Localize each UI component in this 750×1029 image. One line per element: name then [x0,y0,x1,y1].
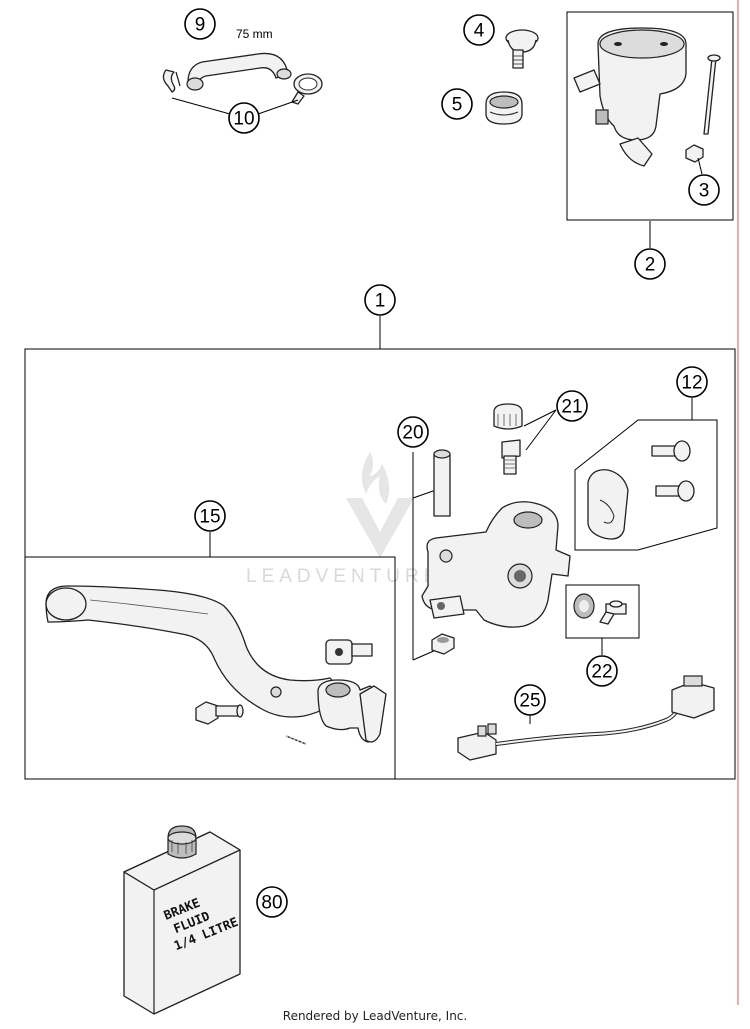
handlebar-clamp-part [587,469,629,540]
brake-light-switch-part [457,675,715,761]
brake-fluid-bottle: BRAKE FLUID 1/4 LITRE [123,825,241,1015]
svg-text:20: 20 [402,423,423,444]
callout-4: 4 [463,14,495,46]
bleed-cap-part [493,403,523,430]
callout-25: 25 [514,684,546,716]
callout-22: 22 [586,655,618,687]
svg-text:3: 3 [699,181,710,202]
adjuster-knob-part [325,639,373,665]
master-cylinder-body [421,501,571,628]
hose-part [186,52,292,91]
svg-text:10: 10 [233,109,254,130]
svg-text:25: 25 [519,691,540,712]
reservoir-part [573,27,687,167]
callout-12: 12 [676,366,708,398]
clamp-bolt-upper [651,440,691,462]
watermark-text: LEADVENTURE [246,566,441,587]
push-rod-part [433,449,451,517]
svg-text:4: 4 [474,21,485,42]
callout-2: 2 [634,248,666,280]
hose-clamp-right [291,73,323,105]
clamp-frame [574,419,718,551]
callout-5: 5 [441,88,473,120]
screw-part [505,29,539,69]
callout-9: 9 [184,8,216,40]
svg-text:21: 21 [561,397,582,418]
svg-text:12: 12 [681,373,702,394]
brake-lever-part [45,585,387,743]
callout-20: 20 [397,416,429,448]
callout-80: 80 [256,886,288,918]
svg-text:15: 15 [199,507,220,528]
svg-text:80: 80 [261,893,282,914]
hose-clamp-left [162,69,181,93]
banjo-nut-part [431,633,455,655]
reservoir-nut [685,144,704,163]
svg-text:2: 2 [645,255,656,276]
watermark-logo: LEADVENTURE [246,452,441,587]
footer-credit: Rendered by LeadVenture, Inc. [282,1009,468,1023]
svg-text:22: 22 [591,662,612,683]
reservoir-screw [703,54,721,135]
callout-21: 21 [556,390,588,422]
hose-length-label: 75 mm [236,27,273,41]
callout-3: 3 [688,174,720,206]
seal-part [573,593,595,619]
bleed-valve-part [501,439,521,475]
clamp-bolt-lower [655,480,695,502]
lever-spring-part [285,735,307,745]
callout-10: 10 [228,102,260,134]
callout-1: 1 [364,284,396,316]
svg-text:9: 9 [195,15,206,36]
grommet-part [485,91,523,125]
reservoir-frame [566,11,734,221]
pivot-bolt-part [195,701,244,725]
piston-part [599,600,627,625]
svg-text:1: 1 [375,291,386,312]
svg-text:5: 5 [452,95,463,116]
callout-15: 15 [194,500,226,532]
